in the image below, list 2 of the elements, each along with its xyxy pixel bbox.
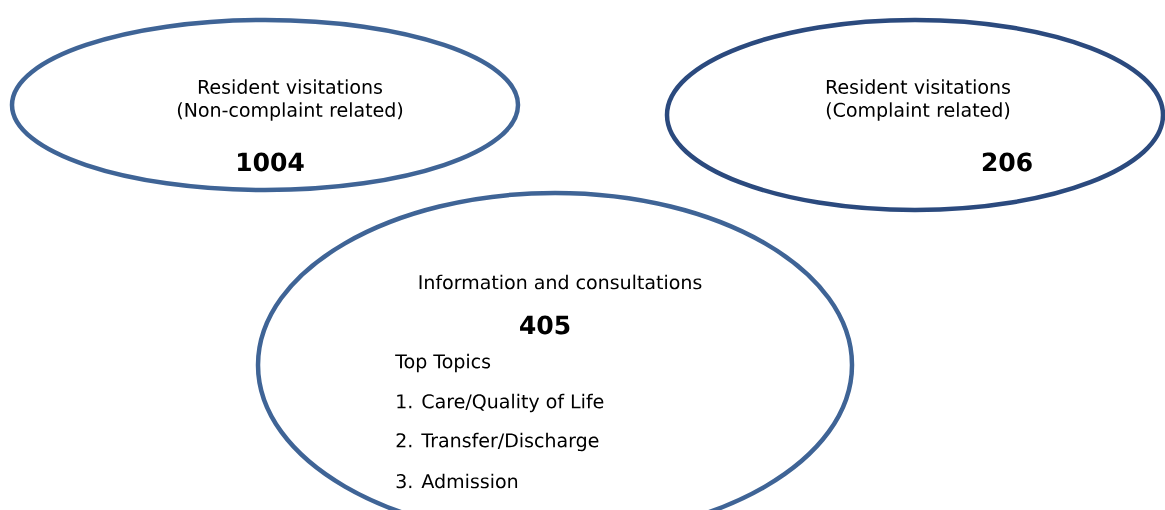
ellipse-node: Resident visitations (Non-complaint related) 1004 bbox=[9, 17, 521, 193]
ellipse-node: Resident visitations (Complaint related) 206 bbox=[664, 17, 1165, 213]
